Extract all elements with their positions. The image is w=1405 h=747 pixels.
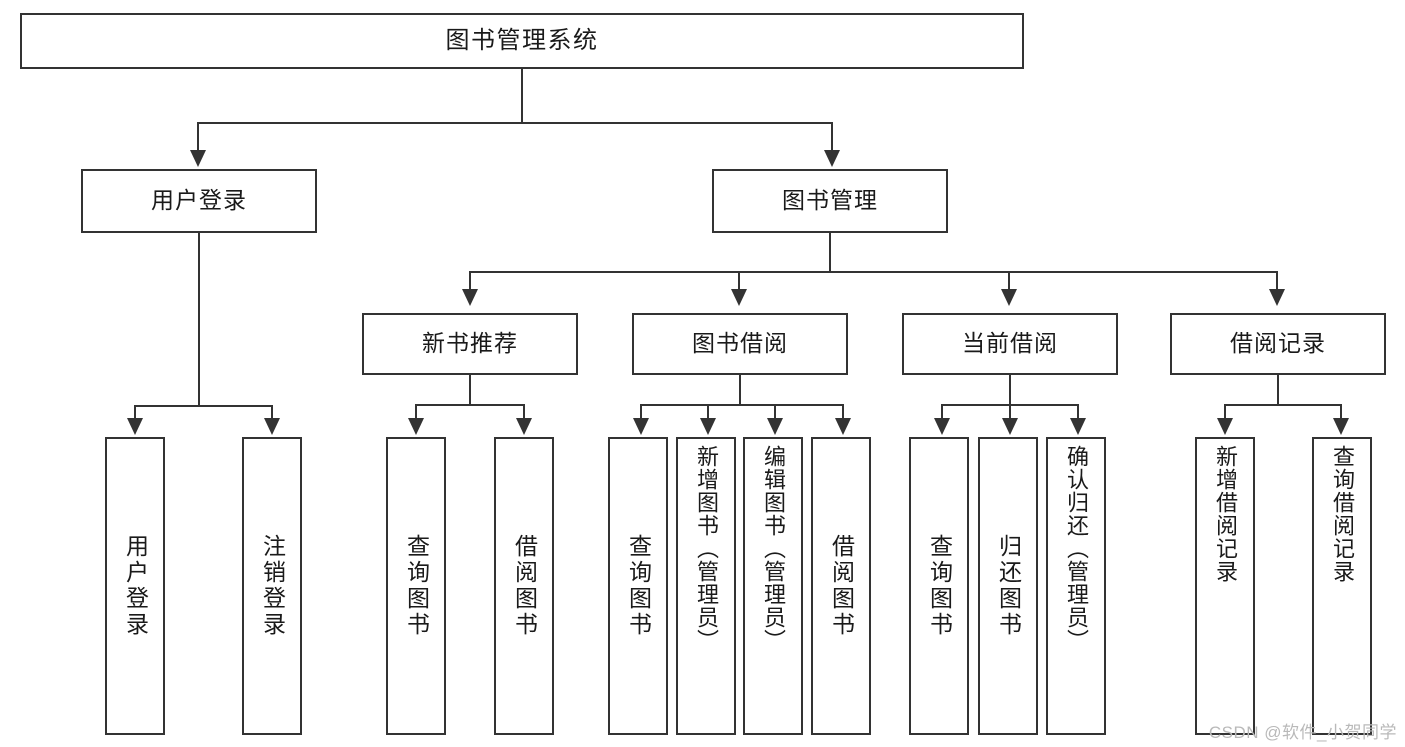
connector-borrow-drop-3 <box>774 404 776 420</box>
node-label: 查询图书 <box>926 534 953 638</box>
node-new-book-recommend[interactable]: 新书推荐 <box>362 313 578 375</box>
arrowhead-borrow-record <box>1269 289 1285 306</box>
leaf-borrow-borrow-book[interactable]: 借阅图书 <box>811 437 871 735</box>
arrowhead-leaf-logout <box>264 418 280 435</box>
connector-to-book-manage <box>831 122 833 152</box>
leaf-borrow-edit-book-admin[interactable]: 编辑图书（管理员） <box>743 437 803 735</box>
arrowhead-record-leaf-2 <box>1333 418 1349 435</box>
connector-level3-bus <box>469 271 1278 273</box>
node-label: 借阅图书 <box>828 534 855 638</box>
connector-borrow-stem <box>739 375 741 405</box>
arrowhead-borrow-leaf-3 <box>767 418 783 435</box>
node-label: 新书推荐 <box>422 330 518 357</box>
node-label: 查询图书 <box>403 534 430 638</box>
connector-to-user-login <box>197 122 199 152</box>
arrowhead-borrow-leaf-2 <box>700 418 716 435</box>
connector-level3-drop-2 <box>738 271 740 291</box>
node-label: 用户登录 <box>151 187 247 214</box>
connector-level3-drop-1 <box>469 271 471 291</box>
connector-user-login-drop-2 <box>271 405 273 420</box>
connector-borrow-bus <box>640 404 844 406</box>
connector-record-bus <box>1224 404 1342 406</box>
connector-record-stem <box>1277 375 1279 405</box>
node-label: 查询借阅记录 <box>1330 445 1355 583</box>
node-label: 新增借阅记录 <box>1213 445 1238 583</box>
connector-recommend-drop-2 <box>523 404 525 420</box>
leaf-borrow-query-book[interactable]: 查询图书 <box>608 437 668 735</box>
connector-recommend-bus <box>415 404 525 406</box>
node-label: 图书借阅 <box>692 330 788 357</box>
arrowhead-current-leaf-1 <box>934 418 950 435</box>
arrowhead-recommend-leaf-1 <box>408 418 424 435</box>
leaf-recommend-query-book[interactable]: 查询图书 <box>386 437 446 735</box>
connector-level3-drop-3 <box>1008 271 1010 291</box>
arrowhead-book-borrow <box>731 289 747 306</box>
arrowhead-record-leaf-1 <box>1217 418 1233 435</box>
node-label: 借阅记录 <box>1230 330 1326 357</box>
arrowhead-current-leaf-2 <box>1002 418 1018 435</box>
leaf-current-query-book[interactable]: 查询图书 <box>909 437 969 735</box>
node-book-borrow[interactable]: 图书借阅 <box>632 313 848 375</box>
connector-root-stem <box>521 69 523 123</box>
connector-recommend-drop-1 <box>415 404 417 420</box>
arrowhead-current-leaf-3 <box>1070 418 1086 435</box>
arrowhead-new-book-recommend <box>462 289 478 306</box>
node-label: 图书管理系统 <box>445 26 599 54</box>
node-label: 确认归还（管理员） <box>1064 445 1089 652</box>
connector-record-drop-1 <box>1224 404 1226 420</box>
arrowhead-borrow-leaf-4 <box>835 418 851 435</box>
leaf-record-add-record[interactable]: 新增借阅记录 <box>1195 437 1255 735</box>
connector-book-manage-stem <box>829 233 831 272</box>
node-label: 当前借阅 <box>962 330 1058 357</box>
node-label: 编辑图书（管理员） <box>761 445 786 652</box>
arrowhead-book-manage <box>824 150 840 167</box>
arrowhead-leaf-user-login <box>127 418 143 435</box>
leaf-current-confirm-return-admin[interactable]: 确认归还（管理员） <box>1046 437 1106 735</box>
connector-level2-bus <box>197 122 833 124</box>
arrowhead-user-login <box>190 150 206 167</box>
node-book-management[interactable]: 图书管理 <box>712 169 948 233</box>
connector-borrow-drop-4 <box>842 404 844 420</box>
leaf-recommend-borrow-book[interactable]: 借阅图书 <box>494 437 554 735</box>
connector-user-login-stem <box>198 233 200 406</box>
connector-current-drop-3 <box>1077 404 1079 420</box>
connector-recommend-stem <box>469 375 471 405</box>
connector-borrow-drop-2 <box>707 404 709 420</box>
node-label: 查询图书 <box>625 534 652 638</box>
node-label: 归还图书 <box>995 534 1022 638</box>
node-current-borrow[interactable]: 当前借阅 <box>902 313 1118 375</box>
node-label: 新增图书（管理员） <box>694 445 719 652</box>
connector-current-drop-1 <box>941 404 943 420</box>
node-label: 用户登录 <box>122 534 149 638</box>
connector-user-login-drop-1 <box>134 405 136 420</box>
connector-level3-drop-4 <box>1276 271 1278 291</box>
arrowhead-current-borrow <box>1001 289 1017 306</box>
node-label: 注销登录 <box>259 534 286 638</box>
connector-record-drop-2 <box>1340 404 1342 420</box>
leaf-logout[interactable]: 注销登录 <box>242 437 302 735</box>
node-label: 借阅图书 <box>511 534 538 638</box>
connector-current-drop-2 <box>1009 404 1011 420</box>
connector-borrow-drop-1 <box>640 404 642 420</box>
connector-user-login-bus <box>134 405 273 407</box>
leaf-record-query-record[interactable]: 查询借阅记录 <box>1312 437 1372 735</box>
node-label: 图书管理 <box>782 187 878 214</box>
leaf-borrow-add-book-admin[interactable]: 新增图书（管理员） <box>676 437 736 735</box>
node-user-login[interactable]: 用户登录 <box>81 169 317 233</box>
node-borrow-record[interactable]: 借阅记录 <box>1170 313 1386 375</box>
leaf-user-login[interactable]: 用户登录 <box>105 437 165 735</box>
connector-current-stem <box>1009 375 1011 405</box>
csdn-watermark: CSDN @软件_小贺同学 <box>1208 723 1397 742</box>
arrowhead-recommend-leaf-2 <box>516 418 532 435</box>
arrowhead-borrow-leaf-1 <box>633 418 649 435</box>
node-root-system[interactable]: 图书管理系统 <box>20 13 1024 69</box>
leaf-current-return-book[interactable]: 归还图书 <box>978 437 1038 735</box>
